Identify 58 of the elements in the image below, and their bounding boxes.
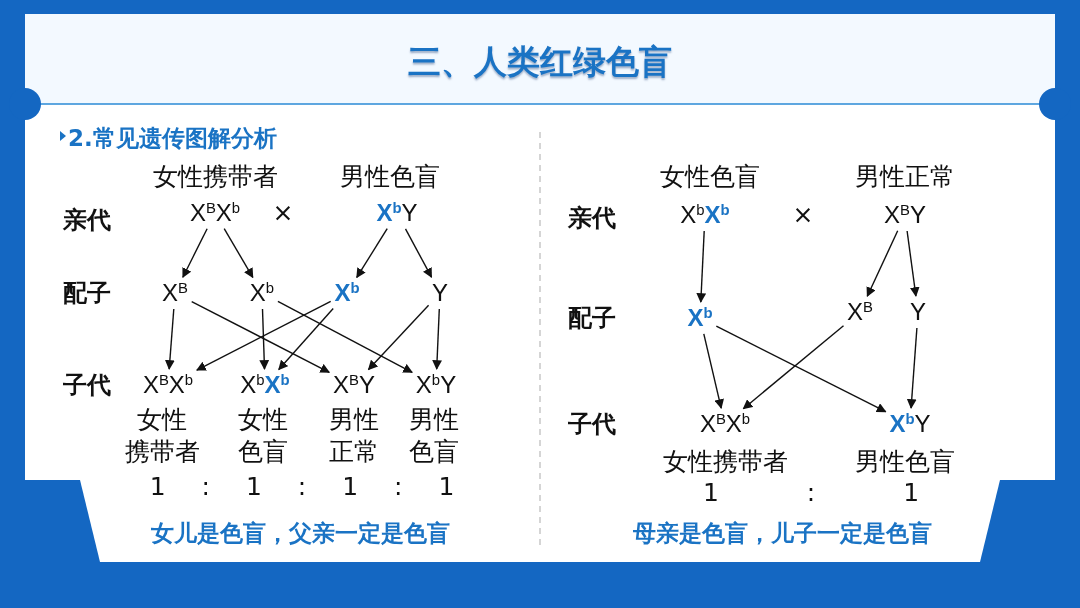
genotype-text: X$^{b}$Y [374, 199, 420, 227]
row-label: 配子 [63, 278, 111, 309]
genotype-text: X$^{b}$X$^{b}$ [238, 371, 292, 399]
title: 三、人类红绿色盲 [408, 40, 672, 83]
genotype-text: Y [430, 279, 450, 307]
arrow [715, 325, 887, 413]
genotype-text: X$^{B}$X$^{b}$ [140, 371, 196, 399]
ratio-text: 1 : 1 : 1 : 1 [149, 471, 455, 503]
arrow [223, 228, 254, 279]
row-label: 子代 [568, 409, 616, 440]
phenotype-label: 男性色盲 [855, 446, 955, 478]
arrow [432, 308, 442, 370]
genotype-text: X$^{B}$X$^{b}$ [187, 199, 243, 227]
phenotype-label: 男性色盲 [340, 161, 440, 193]
genotype-text: X$^{b}$ [685, 304, 715, 332]
arrow [277, 300, 413, 374]
conclusion-text: 母亲是色盲，儿子一定是色盲 [632, 518, 932, 548]
arrow [906, 327, 918, 409]
genotype-text: X$^{B}$ [160, 279, 190, 307]
conclusion-text: 女儿是色盲，父亲一定是色盲 [150, 518, 450, 548]
genotype-text: Y [908, 298, 928, 326]
phenotype-label: 男性色盲 [409, 404, 459, 468]
arrow [696, 230, 707, 303]
phenotype-label: 女性携带者 [152, 161, 278, 193]
genotype-text: X$^{B}$ [845, 298, 875, 326]
section-heading: 2.常见遗传图解分析 [68, 123, 277, 153]
cross-sign: × [792, 199, 814, 231]
arrow [182, 228, 208, 279]
genotype-text: X$^{b}$X$^{b}$ [678, 201, 732, 229]
arrow [866, 230, 899, 298]
arrow [278, 307, 334, 371]
cross-sign: × [272, 197, 294, 229]
genotype-text: X$^{B}$Y [882, 201, 928, 229]
row-label: 亲代 [568, 203, 616, 234]
arrow [906, 230, 920, 297]
row-label: 子代 [63, 370, 111, 401]
row-label: 配子 [568, 303, 616, 334]
phenotype-label: 女性色盲 [660, 161, 760, 193]
ratio-text: 1 : 1 [702, 477, 920, 509]
genotype-text: X$^{b}$Y [887, 410, 933, 438]
arrow [703, 333, 724, 410]
genotype-text: X$^{B}$Y [331, 371, 377, 399]
genotype-text: X$^{b}$ [332, 279, 362, 307]
genotype-text: X$^{b}$Y [413, 371, 459, 399]
arrow [742, 325, 845, 410]
phenotype-label: 女性色盲 [238, 404, 288, 468]
phenotype-label: 女性携带者 [662, 446, 788, 478]
phenotype-label: 男性正常 [855, 161, 955, 193]
arrow [367, 304, 430, 371]
arrow [356, 228, 388, 279]
arrow [165, 308, 175, 370]
arrow [259, 308, 270, 370]
genotype-text: X$^{B}$X$^{b}$ [697, 410, 753, 438]
genotype-text: X$^{b}$ [247, 279, 277, 307]
arrow [404, 228, 433, 279]
phenotype-label: 女性携带者 [124, 404, 200, 468]
phenotype-label: 男性正常 [329, 404, 379, 468]
row-label: 亲代 [63, 205, 111, 236]
